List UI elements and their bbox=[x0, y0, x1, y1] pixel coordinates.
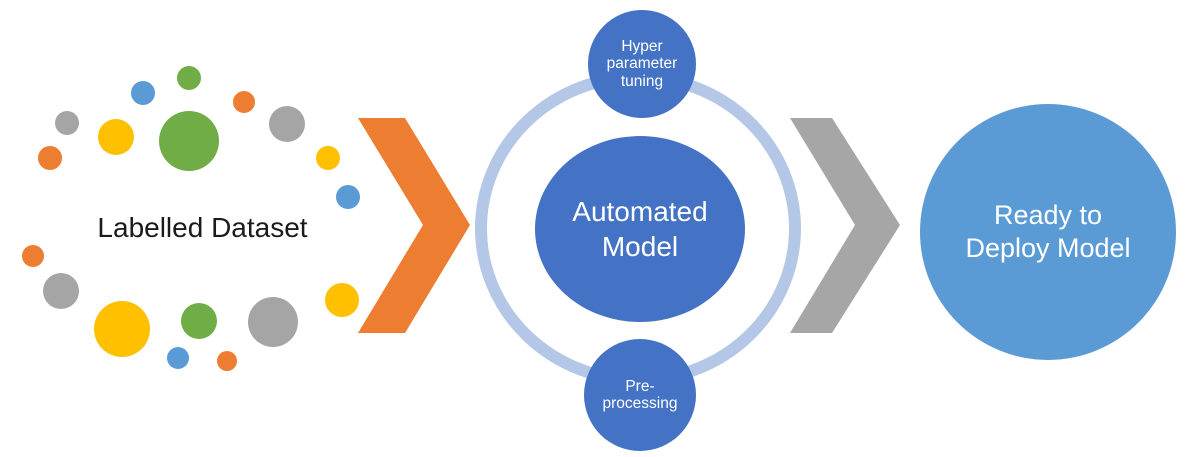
dataset-dot bbox=[233, 91, 255, 113]
labelled-dataset-label: Labelled Dataset bbox=[97, 212, 308, 243]
automated-model-node: Automated Model bbox=[535, 136, 745, 322]
dataset-dot bbox=[38, 146, 62, 170]
dataset-dot bbox=[131, 81, 155, 105]
dataset-dot bbox=[325, 283, 359, 317]
dataset-dot bbox=[177, 66, 201, 90]
dataset-dot bbox=[181, 303, 217, 339]
dataset-dot bbox=[94, 301, 150, 357]
dataset-dot bbox=[22, 245, 44, 267]
dataset-dot bbox=[167, 347, 189, 369]
ready-to-deploy-node: Ready to Deploy Model bbox=[920, 104, 1176, 360]
preprocessing-label-line1: Pre- bbox=[625, 377, 655, 395]
preprocessing-node: Pre- processing bbox=[584, 339, 696, 451]
automated-model-label-line2: Model bbox=[601, 231, 679, 262]
ready-to-deploy-label-line2: Deploy Model bbox=[965, 233, 1131, 263]
dataset-dot bbox=[269, 106, 305, 142]
hyperparameter-tuning-label-line2: parameter bbox=[606, 55, 678, 73]
dataset-dot bbox=[55, 111, 79, 135]
dataset-dot bbox=[316, 146, 340, 170]
ready-to-deploy-label-line1: Ready to bbox=[993, 200, 1103, 230]
dataset-dot bbox=[159, 111, 219, 171]
dataset-dot bbox=[248, 297, 298, 347]
preprocessing-label-line2: processing bbox=[602, 395, 678, 412]
hyperparameter-tuning-node: Hyper parameter tuning bbox=[588, 10, 696, 118]
dataset-dot bbox=[217, 351, 237, 371]
automated-model-label-line1: Automated bbox=[572, 196, 708, 227]
dataset-dot bbox=[43, 273, 79, 309]
chevron-right-icon bbox=[358, 118, 470, 333]
chevron-right-icon bbox=[790, 118, 900, 333]
dataset-dot bbox=[336, 185, 360, 209]
dataset-dot bbox=[98, 119, 134, 155]
hyperparameter-tuning-label-line1: Hyper bbox=[621, 37, 663, 55]
hyperparameter-tuning-label-line3: tuning bbox=[620, 72, 664, 90]
